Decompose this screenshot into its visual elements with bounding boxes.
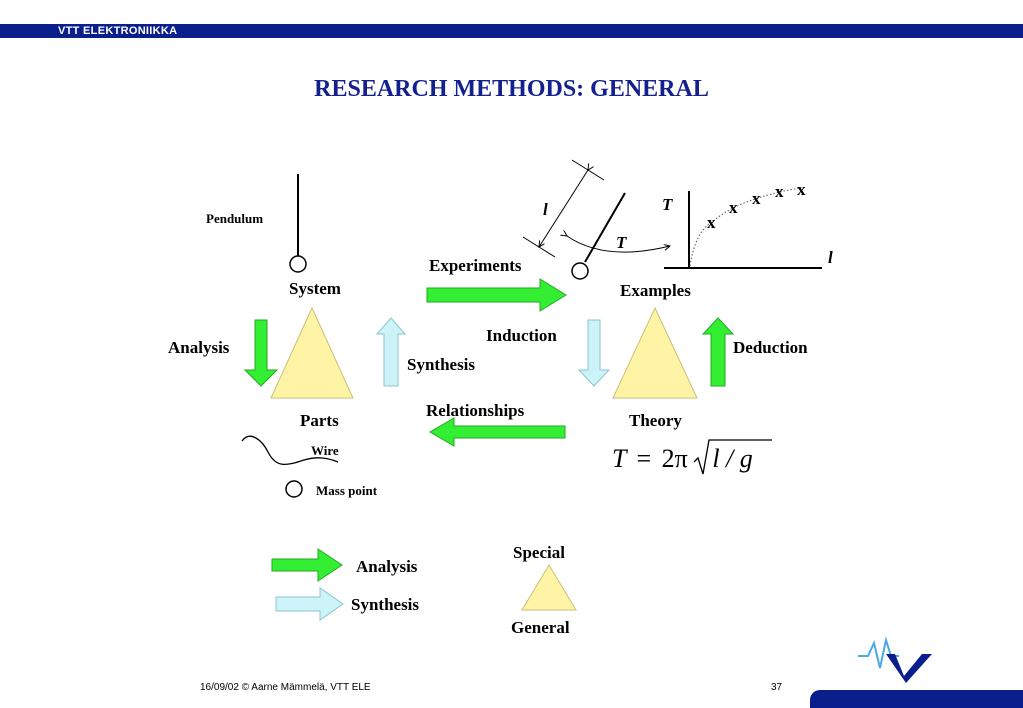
legend-analysis-label: Analysis [356, 557, 418, 576]
analysis-label: Analysis [168, 338, 230, 357]
relationships-arrow [429, 417, 566, 447]
period-length-graph [664, 187, 822, 269]
header-bar: VTT ELEKTRONIIKKA [0, 24, 1023, 38]
legend-triangle [521, 564, 577, 611]
pendulum-length-label: l [543, 200, 548, 219]
induction-label: Induction [486, 326, 557, 345]
page-number: 37 [771, 682, 783, 693]
mass-point-circle [285, 480, 303, 498]
org-name: VTT ELEKTRONIIKKA [58, 25, 178, 37]
formula-coefficient: 2π [661, 444, 688, 473]
deduction-label: Deduction [733, 338, 808, 357]
parts-label: Parts [300, 411, 339, 430]
footer-date-author: 16/09/02 © Aarne Mämmelä, VTT ELE [200, 682, 371, 693]
graph-y-axis-label: T [662, 195, 673, 214]
examples-label: Examples [620, 281, 691, 300]
pendulum-label: Pendulum [206, 211, 264, 226]
induction-arrow-down [577, 319, 611, 387]
formula-equals: = [636, 444, 652, 473]
formula-radicand: l / g [712, 444, 753, 473]
formula-radical [693, 439, 772, 475]
legend-analysis-arrow [271, 548, 343, 582]
deduction-arrow-up [701, 317, 735, 387]
graph-mark: x [775, 182, 784, 201]
pendulum-formula: T = 2π l / g [612, 444, 753, 474]
pendulum-period-label: T [616, 233, 627, 252]
legend-special-label: Special [513, 543, 565, 562]
legend-synthesis-arrow [275, 587, 344, 621]
graph-mark: x [729, 198, 738, 217]
footer-bar [810, 690, 1023, 708]
experiments-label: Experiments [429, 256, 522, 275]
relationships-label: Relationships [426, 401, 525, 420]
vtt-logo [858, 636, 932, 683]
system-triangle [270, 306, 354, 399]
graph-x-axis-label: l [828, 248, 833, 267]
graph-mark: x [752, 189, 761, 208]
slide-title: RESEARCH METHODS: GENERAL [314, 76, 709, 102]
wire-curve [241, 435, 339, 465]
wire-label: Wire [311, 443, 339, 458]
pendulum-right [522, 159, 670, 280]
theory-label: Theory [629, 411, 682, 430]
legend-synthesis-label: Synthesis [351, 595, 420, 614]
pendulum-left [289, 174, 307, 273]
graph-mark: x [707, 213, 716, 232]
mass-point-label: Mass point [316, 483, 378, 498]
synthesis-label: Synthesis [407, 355, 476, 374]
analysis-arrow-down [243, 319, 279, 387]
graph-mark: x [797, 180, 806, 199]
system-label: System [289, 279, 341, 298]
legend-general-label: General [511, 618, 570, 637]
theory-triangle [612, 306, 698, 399]
synthesis-arrow-up [375, 317, 407, 387]
experiments-arrow [426, 278, 567, 312]
formula-lhs: T [612, 444, 626, 473]
